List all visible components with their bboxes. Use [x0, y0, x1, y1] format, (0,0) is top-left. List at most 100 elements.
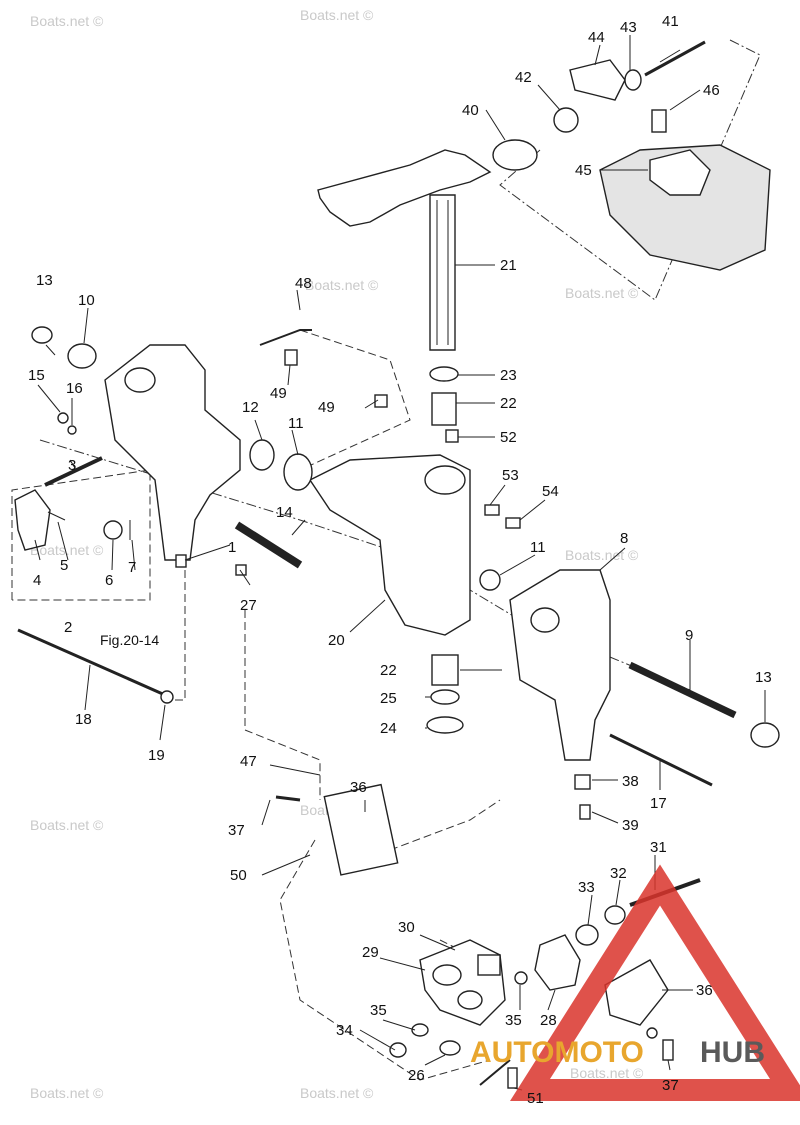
- watermark: Boats.net ©: [30, 13, 104, 29]
- washer: [575, 924, 599, 946]
- top-bracket: [317, 40, 771, 351]
- callout-11: 11: [530, 539, 546, 556]
- callout-22: 22: [380, 662, 397, 679]
- bolt: [651, 109, 667, 133]
- callout-40: 40: [462, 102, 479, 119]
- callout-28: 28: [540, 1012, 557, 1029]
- callout-3: 3: [68, 457, 76, 474]
- callout-22: 22: [500, 395, 517, 412]
- callout-46: 46: [703, 82, 720, 99]
- rubber-mount: [492, 139, 538, 171]
- screw: [175, 554, 187, 568]
- bushing: [431, 654, 459, 686]
- callout-16: 16: [66, 380, 83, 397]
- washer: [439, 1040, 461, 1056]
- callout-34: 34: [336, 1022, 353, 1039]
- callout-32: 32: [610, 865, 627, 882]
- callout-37: 37: [662, 1077, 679, 1094]
- logo-text-hub: HUB: [700, 1036, 765, 1069]
- swivel-bracket: [234, 366, 521, 734]
- clamp-bracket-right: [509, 569, 611, 761]
- callout-labels: 41 43 44 42 46 40 45 21 13 48 10 23 15 1…: [28, 13, 772, 1107]
- callout-44: 44: [588, 29, 605, 46]
- callout-42: 42: [515, 69, 532, 86]
- washer: [426, 716, 464, 734]
- screw: [374, 394, 388, 408]
- clamp-bracket-left: [104, 344, 241, 561]
- left-clamp-bracket: [14, 326, 241, 561]
- bushing: [479, 569, 501, 591]
- steering-arm: [317, 149, 492, 227]
- callout-41: 41: [662, 13, 679, 30]
- bushing: [431, 392, 457, 426]
- right-clamp-bracket: [509, 569, 780, 820]
- watermark: Boats.net ©: [30, 817, 104, 833]
- callout-48: 48: [295, 275, 312, 292]
- nut: [67, 343, 97, 369]
- nut: [31, 326, 53, 344]
- watermark: Boats.net ©: [565, 547, 639, 563]
- screw: [579, 804, 591, 820]
- callout-50: 50: [230, 867, 247, 884]
- callout-27: 27: [240, 597, 257, 614]
- callout-43: 43: [620, 19, 637, 36]
- callout-52: 52: [500, 429, 517, 446]
- watermark: Boats.net ©: [570, 1065, 644, 1081]
- screw: [284, 349, 298, 366]
- callout-4: 4: [33, 572, 41, 589]
- mount-plate: [604, 959, 669, 1026]
- callout-13: 13: [755, 669, 772, 686]
- callout-5: 5: [60, 557, 68, 574]
- plug: [160, 690, 174, 704]
- swivel-body: [308, 454, 471, 636]
- callout-19: 19: [148, 747, 165, 764]
- callout-38: 38: [622, 773, 639, 790]
- washer: [429, 366, 459, 382]
- bolt: [662, 1039, 674, 1061]
- callout-13: 13: [36, 272, 53, 289]
- callout-9: 9: [685, 627, 693, 644]
- fig-reference: Fig.20-14: [100, 632, 159, 648]
- o-ring: [430, 689, 460, 705]
- watermark: Boats.net ©: [30, 542, 104, 558]
- mount-clamp: [649, 149, 711, 196]
- watermark: Boats.net ©: [300, 1085, 374, 1101]
- bolt: [507, 1067, 518, 1089]
- nut: [389, 1042, 407, 1058]
- callout-36: 36: [350, 779, 367, 796]
- washer: [553, 107, 579, 133]
- lower-assembly: [17, 329, 701, 1089]
- watermarks: Boats.net © Boats.net © Boats.net © Boat…: [30, 7, 644, 1101]
- callout-11: 11: [288, 415, 304, 432]
- nut: [750, 722, 780, 748]
- callout-2: 2: [64, 619, 72, 636]
- callout-10: 10: [78, 292, 95, 309]
- callout-12: 12: [242, 399, 259, 416]
- callout-26: 26: [408, 1067, 425, 1084]
- callout-35: 35: [505, 1012, 522, 1029]
- callout-53: 53: [502, 467, 519, 484]
- callout-1: 1: [228, 539, 236, 556]
- screw: [235, 564, 247, 576]
- callout-14: 14: [276, 504, 293, 521]
- callout-8: 8: [620, 530, 628, 547]
- callout-30: 30: [398, 919, 415, 936]
- logo-text-automoto: AUTOMOTO: [470, 1036, 644, 1069]
- steering-shaft: [429, 194, 456, 351]
- callout-17: 17: [650, 795, 667, 812]
- callout-6: 6: [105, 572, 113, 589]
- watermark: Boats.net ©: [300, 7, 374, 23]
- washer: [57, 412, 69, 424]
- nut: [411, 1023, 429, 1037]
- callout-15: 15: [28, 367, 45, 384]
- callout-47: 47: [240, 753, 257, 770]
- washer: [624, 69, 642, 91]
- callout-45: 45: [575, 162, 592, 179]
- engine-base: [599, 144, 771, 271]
- callout-29: 29: [362, 944, 379, 961]
- callout-7: 7: [128, 559, 136, 576]
- washer: [646, 1027, 658, 1039]
- bushing: [283, 453, 313, 491]
